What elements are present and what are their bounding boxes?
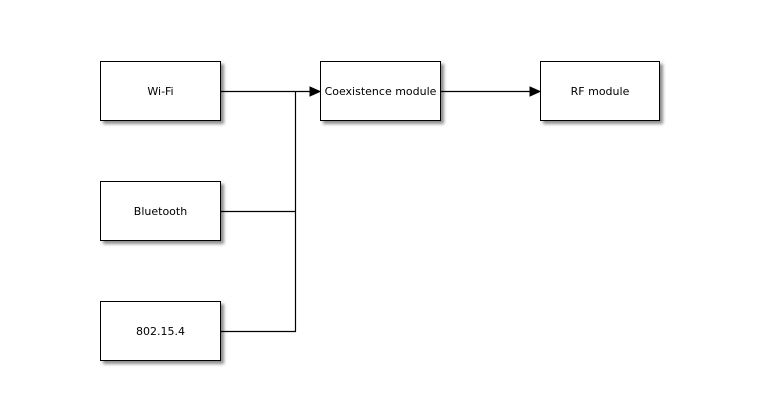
block-bluetooth: Bluetooth bbox=[100, 181, 221, 241]
block-802-15-4: 802.15.4 bbox=[100, 301, 221, 361]
block-coexistence-module: Coexistence module bbox=[320, 61, 441, 121]
block-rf-module: RF module bbox=[540, 61, 660, 121]
arrowhead-into-rf-icon bbox=[529, 86, 542, 97]
block-wifi: Wi-Fi bbox=[100, 61, 221, 121]
arrowhead-into-coexistence-icon bbox=[309, 86, 322, 97]
